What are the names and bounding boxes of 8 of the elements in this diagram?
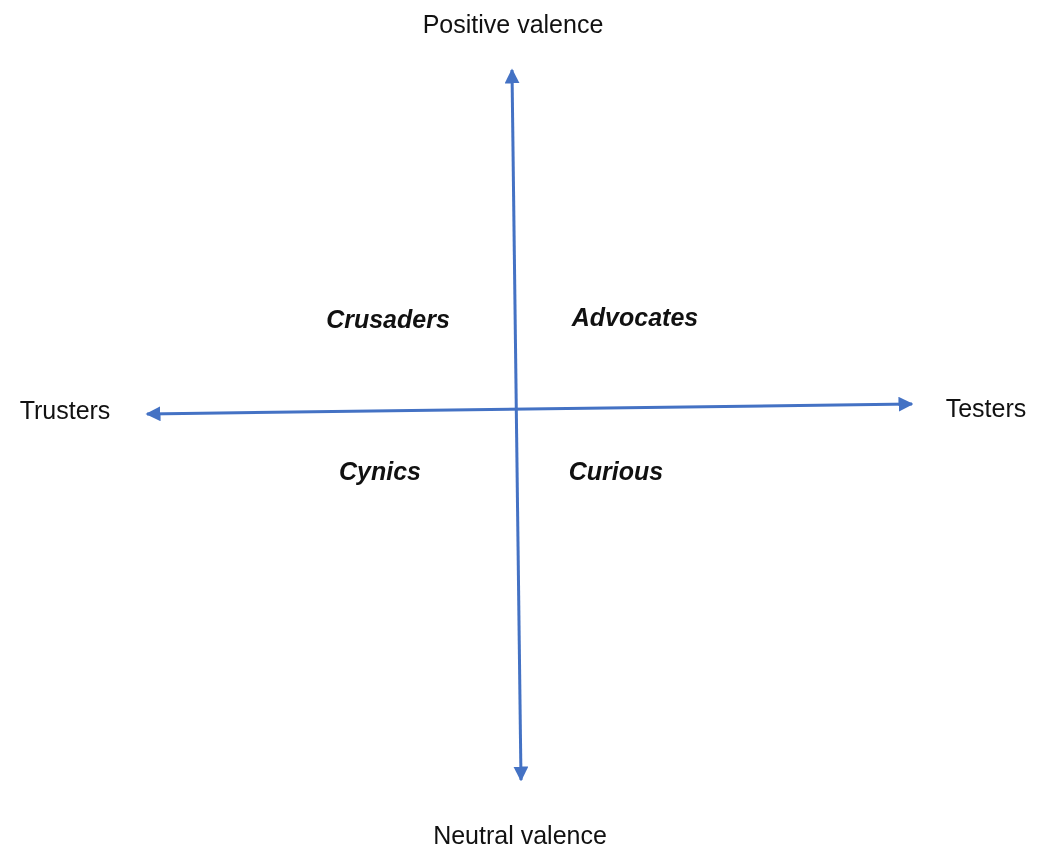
- quadrant-label: Cynics: [339, 458, 421, 486]
- quadrant-label: Curious: [568, 458, 664, 486]
- axis-label: Neutral valence: [433, 822, 607, 849]
- axis-label: Trusters: [19, 397, 111, 425]
- quadrant-label: Crusaders: [326, 306, 450, 334]
- axis-label: Positive valence: [422, 11, 604, 39]
- quadrant-label: Advocates: [571, 304, 699, 332]
- axis-label: Testers: [945, 395, 1027, 423]
